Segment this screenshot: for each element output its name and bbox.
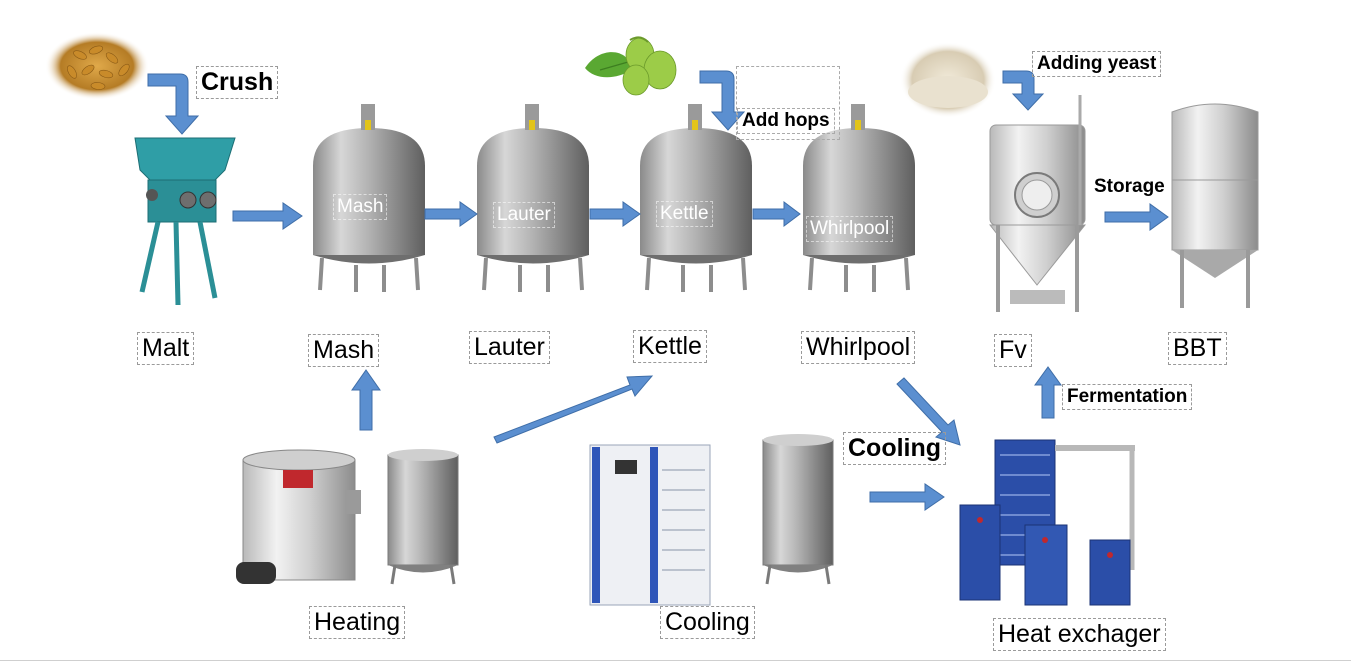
label-whirlpool: Whirlpool [801, 331, 916, 364]
label-add-hops: Add hops [737, 108, 835, 134]
tank-lauter [477, 104, 589, 292]
boiler-icon [236, 449, 361, 584]
tank-mash [313, 104, 425, 292]
grain-pile-icon [45, 32, 149, 100]
arrow-heating-to-mash [351, 369, 381, 431]
bright-beer-tank-icon [1171, 103, 1259, 308]
fermenter-icon [988, 95, 1087, 312]
arrow-add-hops [699, 70, 746, 131]
label-heating: Heating [309, 606, 406, 639]
label-fermentation: Fermentation [1062, 384, 1193, 410]
label-fv: Fv [994, 334, 1032, 367]
tank-label-lauter: Lauter [493, 202, 555, 228]
arrow-crush [147, 73, 200, 135]
arrow-lauter-to-kettle [589, 201, 641, 227]
label-crush: Crush [196, 66, 279, 99]
label-malt: Malt [137, 332, 195, 365]
tank-label-whirlpool: Whirlpool [806, 216, 894, 242]
hops-icon [585, 36, 677, 96]
bottom-divider [0, 660, 1351, 661]
plate-heat-exchanger-icon [959, 439, 1135, 606]
arrow-kettle-to-whirlpool [752, 201, 801, 227]
label-mash: Mash [308, 334, 380, 367]
cooling-water-tank-icon [762, 434, 834, 585]
arrow-adding-yeast [1002, 70, 1045, 111]
yeast-pile-icon [900, 42, 996, 118]
arrow-cooling-to-exchanger [869, 483, 945, 511]
hops-dashed-box [736, 66, 840, 140]
arrow-storage [1104, 203, 1169, 231]
arrow-malt-to-mash [232, 202, 303, 230]
chiller-icon [589, 444, 711, 606]
tank-label-mash: Mash [333, 194, 388, 220]
tank-kettle [640, 104, 752, 292]
flow-arrows [147, 70, 1169, 511]
arrow-whirlpool-to-exchanger [896, 377, 961, 446]
tank-whirlpool [803, 104, 915, 292]
label-bbt: BBT [1168, 332, 1227, 365]
label-heat-exchanger: Heat exchager [993, 618, 1166, 651]
label-storage: Storage [1094, 176, 1165, 197]
label-cooling-top: Cooling [843, 432, 947, 465]
label-kettle: Kettle [633, 330, 707, 363]
tank-label-kettle: Kettle [656, 201, 713, 227]
arrow-fermentation [1034, 366, 1062, 419]
label-cooling-bottom: Cooling [660, 606, 755, 639]
label-adding-yeast: Adding yeast [1032, 51, 1162, 77]
arrow-mash-to-lauter [424, 201, 478, 227]
malt-mill-icon [134, 137, 236, 306]
arrow-heating-to-kettle [493, 375, 654, 444]
label-lauter: Lauter [469, 331, 550, 364]
water-tank-icon [387, 449, 459, 585]
